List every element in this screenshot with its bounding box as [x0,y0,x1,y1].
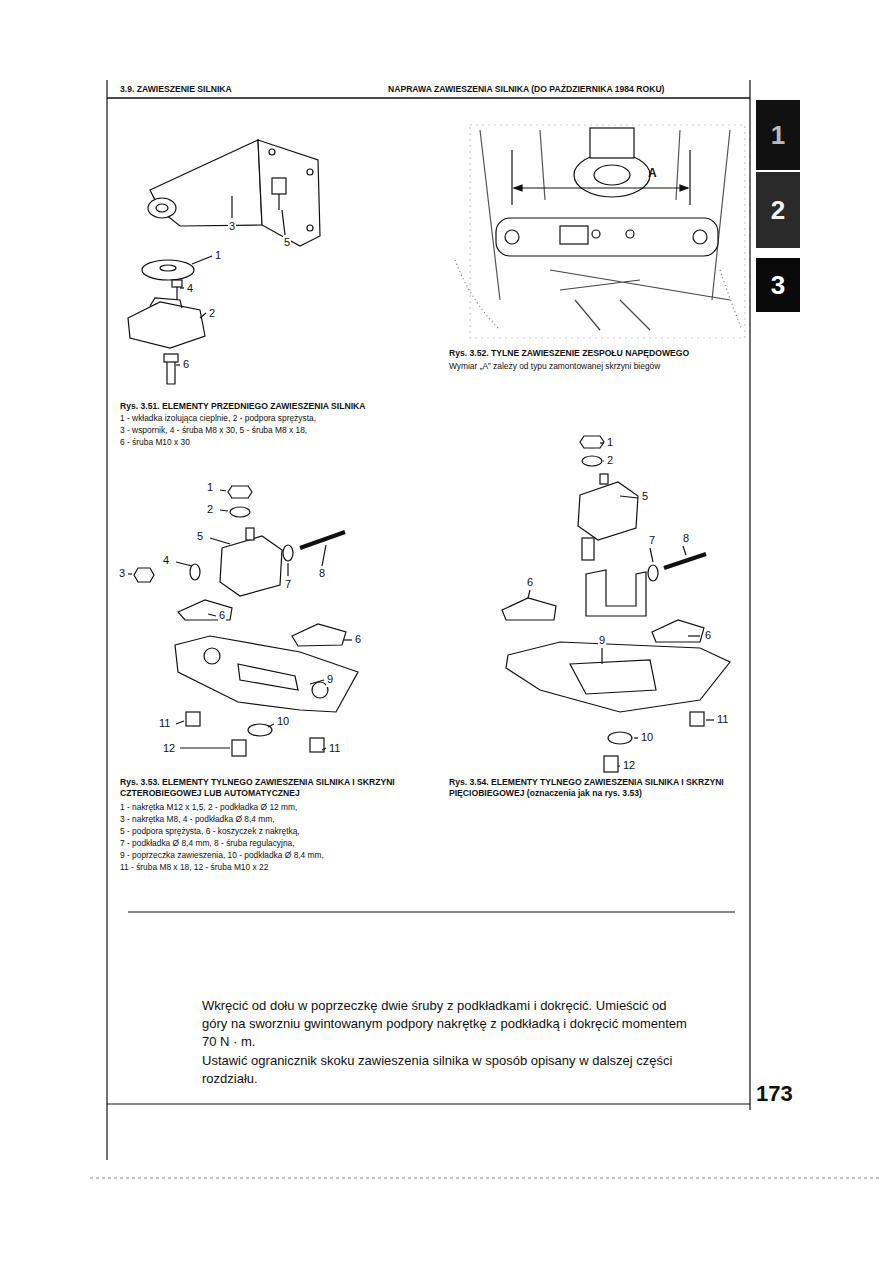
figure-caption: Rys. 3.51. ELEMENTY PRZEDNIEGO ZAWIESZEN… [120,401,365,412]
callout-number: 11 [328,742,341,756]
callout-number: 7 [648,534,656,548]
figure-caption: Rys. 3.54. ELEMENTY TYLNEGO ZAWIESZENIA … [449,777,744,798]
tab-number: 1 [771,120,785,151]
body-text: Ustawić ogranicznik skoku zawieszenia si… [202,1052,692,1088]
callout-number: 6 [354,633,362,647]
chapter-tab: 3 [756,258,800,312]
rear-mount-5speed-illustration [502,436,730,772]
callout-number: 5 [641,490,649,504]
callout-number: 2 [206,503,214,517]
callout-number: 6 [526,576,534,590]
chapter-tab: 2 [756,172,800,248]
body-text: Wkręcić od dołu w poprzeczkę dwie śruby … [202,997,692,1051]
caption-note: Wymiar „A” zależy od typu zamontowanej s… [449,361,660,372]
callout-number: 2 [208,307,216,321]
callout-number: 2 [606,454,614,468]
callout-number: 9 [326,673,334,687]
callout-number: 9 [598,634,606,648]
rear-mount-4speed-illustration [128,486,358,756]
parts-legend: 3 - wspornik, 4 - śruba M8 x 30, 5 - śru… [120,425,307,436]
parts-legend: 6 - śruba M10 x 30 [120,437,190,448]
callout-number: 8 [682,532,690,546]
callout-number: 6 [218,609,226,623]
figure-caption: Rys. 3.52. TYLNE ZAWIESZENIE ZESPOŁU NAP… [449,348,689,359]
parts-legend: 5 - podpora sprężysta, 6 - koszyczek z n… [120,826,300,837]
page-frame [90,80,880,1178]
page-number: 173 [756,1080,793,1108]
callout-number: 10 [276,715,290,729]
callout-number: 6 [182,358,190,372]
callout-number: 11 [158,717,171,731]
parts-legend: 7 - podkładka Ø 8,4 mm, 8 - śruba regula… [120,838,295,849]
callout-number: 4 [162,554,170,568]
dimension-label: A [648,166,657,181]
running-header: 3.9. ZAWIESZENIE SILNIKA [120,84,232,95]
callout-number: 5 [283,236,291,250]
callout-number: 6 [704,629,712,643]
callout-number: 3 [228,220,236,234]
tab-number: 2 [771,195,785,226]
chapter-tab: 1 [756,100,800,170]
figure-caption: Rys. 3.53. ELEMENTY TYLNEGO ZAWIESZENIA … [120,777,420,798]
callout-number: 8 [318,567,326,581]
tab-number: 3 [771,270,785,301]
front-mount-illustration [128,140,320,384]
parts-legend: 3 - nakrętka M8, 4 - podkładka Ø 8,4 mm, [120,814,275,825]
callout-number: 4 [186,282,194,296]
parts-legend: 9 - poprzeczka zawieszenia, 10 - podkład… [120,850,324,861]
parts-legend: 11 - śruba M8 x 18, 12 - śruba M10 x 22 [120,862,268,873]
callout-number: 3 [118,567,126,581]
callout-number: 12 [162,742,176,756]
callout-number: 10 [640,731,654,745]
running-header: NAPRAWA ZAWIESZENIA SILNIKA (DO PAŹDZIER… [388,84,664,95]
callout-number: 1 [214,249,222,263]
callout-number: 1 [206,481,214,495]
callout-number: 11 [716,713,729,727]
parts-legend: 1 - wkładka izolująca cieplnie, 2 - podp… [120,413,316,424]
callout-number: 5 [196,530,204,544]
callout-number: 7 [284,578,292,592]
callout-number: 1 [606,436,614,450]
callout-number: 12 [622,759,636,773]
parts-legend: 1 - nakrętka M12 x 1,5, 2 - podkładka Ø … [120,802,297,813]
rear-mount-photo-sketch [455,125,745,338]
